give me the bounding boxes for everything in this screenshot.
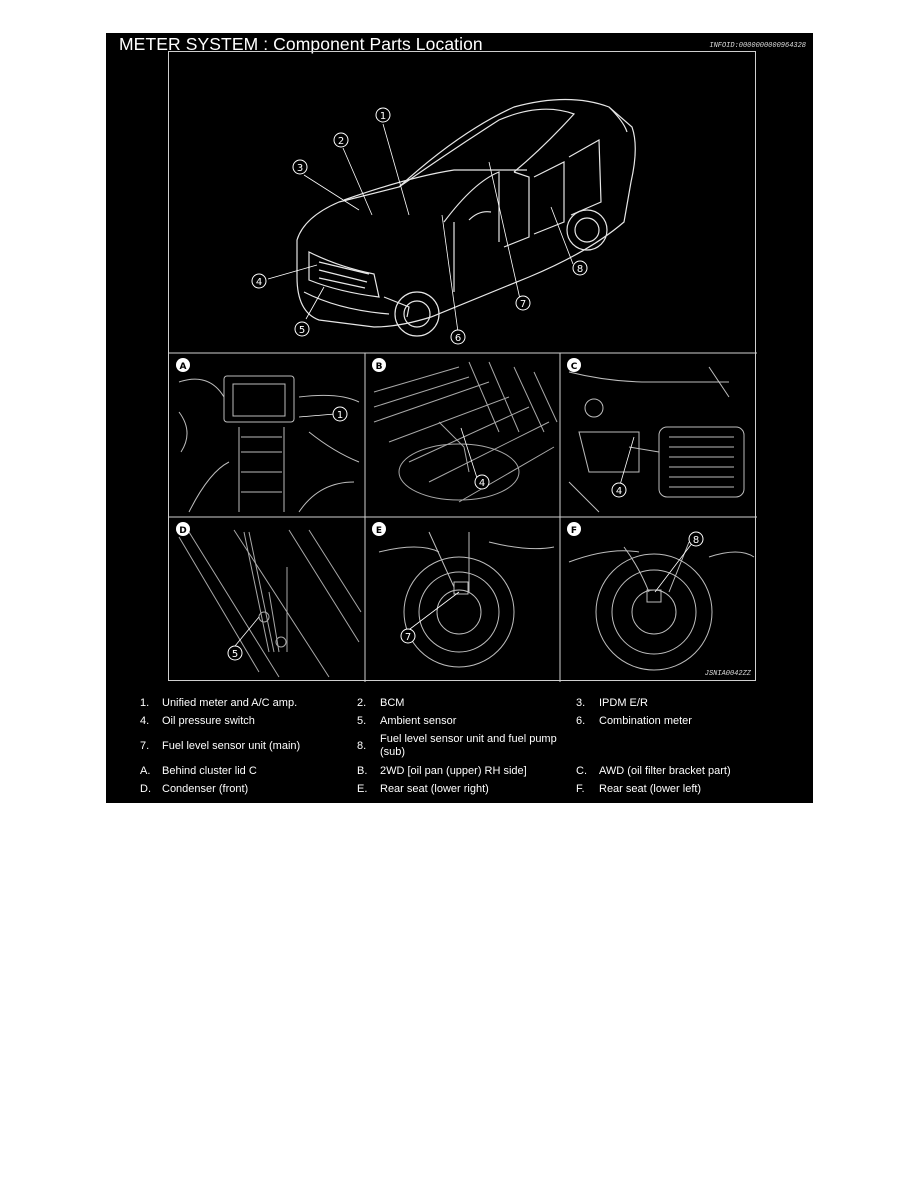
detail-c-drawing [568,366,745,513]
svg-text:4: 4 [616,486,622,497]
legend-text: IPDM E/R [599,697,648,709]
callout-2: 2 [333,132,349,148]
legend-text: Fuel level sensor unit and fuel pump (su… [380,733,557,758]
legend-number: 4. [140,715,150,727]
svg-text:5: 5 [232,649,238,660]
legend-number: 1. [140,697,150,709]
svg-text:4: 4 [256,277,262,288]
legend-text: Condenser (front) [162,783,249,795]
view-label-e: E [372,522,386,536]
legend-number: C. [576,765,587,777]
svg-text:7: 7 [520,299,526,310]
callout-4-detail-b: 4 [474,474,490,490]
view-label-a: A [176,358,190,372]
legend-text: Oil pressure switch [162,715,255,727]
legend-text: 2WD [oil pan (upper) RH side] [380,765,527,777]
legend-number: 7. [140,740,150,752]
callout-1-detail-a: 1 [332,406,348,422]
callout-6: 6 [450,329,466,345]
legend-text: AWD (oil filter bracket part) [599,765,731,777]
callout-7: 7 [515,295,531,311]
svg-text:C: C [571,362,578,372]
figure-code: JSNIA0042ZZ [704,670,751,678]
legend-number: D. [140,783,151,795]
legend-text: Rear seat (lower right) [380,783,489,795]
legend-number: A. [140,765,151,777]
legend-number: 2. [357,697,367,709]
detail-a-drawing [178,375,360,513]
legend-number: F. [576,783,585,795]
callout-7-detail-e: 7 [400,628,416,644]
legend-number: B. [357,765,368,777]
svg-text:B: B [376,362,383,372]
callout-1: 1 [375,107,391,123]
detail-d-drawing [178,529,362,678]
legend-number: 3. [576,697,586,709]
svg-text:A: A [180,362,187,372]
legend-text: Rear seat (lower left) [599,783,702,795]
vehicle-overview-drawing [296,98,636,337]
panel-grid [169,352,757,682]
svg-text:F: F [571,526,577,536]
svg-text:1: 1 [380,111,386,122]
legend-text: Behind cluster lid C [162,765,257,777]
callout-8-detail-f: 8 [688,531,704,547]
callout-4-detail-c: 4 [611,482,627,498]
view-label-f: F [567,522,581,536]
detail-f-drawing [568,541,755,671]
legend-number: E. [357,783,368,795]
svg-text:6: 6 [455,333,461,344]
svg-text:D: D [179,526,186,536]
view-label-c: C [567,358,581,372]
manual-page: METER SYSTEM : Component Parts Location … [106,33,813,803]
svg-text:1: 1 [337,410,343,421]
legend-number: 8. [357,740,367,752]
info-id: INFOID:0000000000964328 [709,42,806,50]
legend-text: Combination meter [599,715,692,727]
legend-text: Fuel level sensor unit (main) [162,740,301,752]
callout-3: 3 [292,159,308,175]
view-label-d: D [176,522,190,536]
svg-text:3: 3 [297,163,303,174]
callout-5: 5 [294,321,310,337]
svg-text:E: E [376,526,382,536]
svg-text:8: 8 [693,535,699,546]
page-title: METER SYSTEM : Component Parts Location [119,34,483,54]
legend-text: BCM [380,697,405,709]
svg-text:8: 8 [577,264,583,275]
callout-5-detail-d: 5 [227,645,243,661]
svg-text:7: 7 [405,632,411,643]
legend-text: Unified meter and A/C amp. [162,697,298,709]
legend-number: 6. [576,715,586,727]
detail-b-drawing [373,361,558,503]
figure-drawing: 1 2 3 4 5 6 7 [169,98,757,682]
callout-4: 4 [251,273,267,289]
svg-text:4: 4 [479,478,485,489]
view-label-b: B [372,358,386,372]
legend-text: Ambient sensor [380,715,457,727]
callout-8: 8 [572,260,588,276]
detail-e-drawing [378,531,555,668]
svg-text:5: 5 [299,325,305,336]
component-location-figure: 1 2 3 4 5 6 7 [168,51,757,682]
svg-text:2: 2 [338,136,344,147]
leader-lines [234,123,694,647]
legend-number: 5. [357,715,367,727]
